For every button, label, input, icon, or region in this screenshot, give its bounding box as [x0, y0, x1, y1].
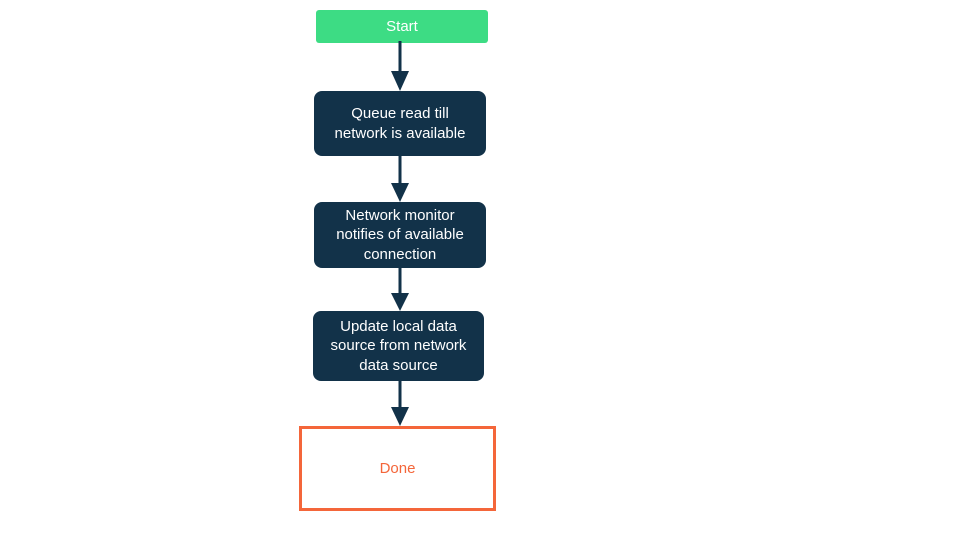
flowchart-edge-update-to-done	[391, 379, 409, 426]
flowchart-node-monitor-label: Network monitor notifies of available co…	[336, 207, 464, 263]
flowchart-edge-monitor-to-update	[391, 266, 409, 311]
flowchart-node-update-label: Update local data source from network da…	[330, 318, 467, 374]
flowchart-node-done[interactable]: Done	[299, 426, 496, 511]
flowchart-edge-start-to-queue	[391, 41, 409, 91]
flowchart-edge-queue-to-monitor	[391, 154, 409, 202]
down-arrow-icon	[391, 183, 409, 202]
down-arrow-icon	[391, 407, 409, 426]
flowchart-node-done-label: Done	[379, 459, 416, 477]
flowchart-node-queue-label: Queue read till network is available	[334, 105, 466, 142]
down-arrow-icon	[391, 293, 409, 311]
flowchart-node-update[interactable]: Update local data source from network da…	[313, 311, 484, 381]
flowchart-node-monitor[interactable]: Network monitor notifies of available co…	[314, 202, 486, 268]
flowchart-node-queue[interactable]: Queue read till network is available	[314, 91, 486, 156]
down-arrow-icon	[391, 71, 409, 91]
flowchart-node-start[interactable]: Start	[316, 10, 488, 43]
flowchart-node-start-label: Start	[386, 17, 418, 35]
